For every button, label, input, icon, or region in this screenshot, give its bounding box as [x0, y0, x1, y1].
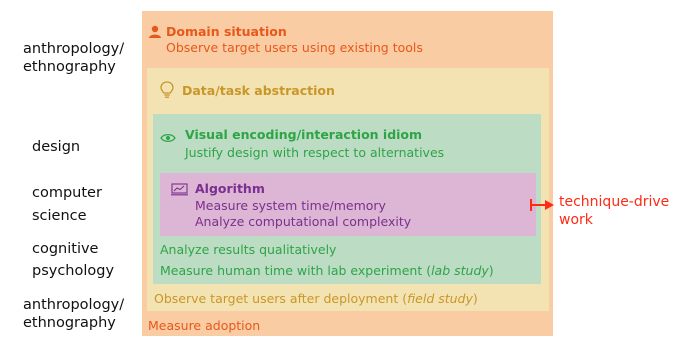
encoding-footer-lab-study: Measure human time with lab experiment (… [160, 263, 494, 279]
discipline-label-design: design [32, 138, 80, 156]
domain-situation-line: Observe target users using existing tool… [166, 40, 423, 55]
discipline-label-line: design [32, 139, 81, 155]
algorithm-line-1: Measure system time/memory [195, 198, 386, 213]
discipline-label-anthropology-bottom: anthropology/ ethnography [23, 296, 124, 332]
discipline-label-line: anthropology/ [23, 41, 125, 57]
algorithm-box [160, 173, 536, 236]
discipline-label-anthropology-top: anthropology/ ethnography [23, 40, 124, 76]
visual-encoding-line: Justify design with respect to alternati… [185, 145, 445, 160]
algorithm-line-2: Analyze computational complexity [195, 214, 412, 229]
encoding-footer-text: Measure human time with lab experiment ( [160, 263, 432, 278]
data-footer-close: ) [472, 291, 478, 306]
technique-label-line-1: technique-drive [559, 194, 670, 210]
eye-icon [160, 128, 176, 147]
algorithm-title: Algorithm [195, 181, 265, 196]
discipline-label-line: ethnography [23, 315, 116, 331]
domain-situation-title: Domain situation [166, 24, 287, 39]
visual-encoding-title: Visual encoding/interaction idiom [185, 127, 423, 142]
discipline-label-line: anthropology/ [23, 297, 125, 313]
technique-label-line-2: work [559, 212, 593, 228]
encoding-footer-emphasis: lab study [431, 263, 489, 278]
data-footer-text: Observe target users after deployment ( [154, 291, 408, 306]
person-icon [148, 24, 162, 43]
encoding-footer-qualitative: Analyze results qualitatively [160, 242, 337, 257]
domain-footer-adoption: Measure adoption [148, 318, 261, 333]
data-footer-emphasis: field study [407, 291, 473, 306]
data-footer-field-study: Observe target users after deployment (f… [154, 291, 478, 307]
chart-icon [171, 181, 189, 200]
discipline-label-line: computer [32, 185, 102, 201]
discipline-label-line: science [32, 208, 87, 224]
lightbulb-icon [160, 81, 174, 103]
arrow-icon [529, 197, 555, 216]
discipline-label-computer-science: computer science [32, 184, 102, 225]
encoding-footer-close: ) [488, 263, 494, 278]
technique-driven-label: technique-drive work [559, 193, 669, 229]
discipline-label-line: psychology [32, 263, 115, 279]
discipline-label-cognitive-psychology: cognitive psychology [32, 240, 114, 280]
discipline-label-line: cognitive [32, 241, 99, 257]
data-task-abstraction-title: Data/task abstraction [182, 83, 335, 98]
discipline-label-line: ethnography [23, 59, 116, 75]
